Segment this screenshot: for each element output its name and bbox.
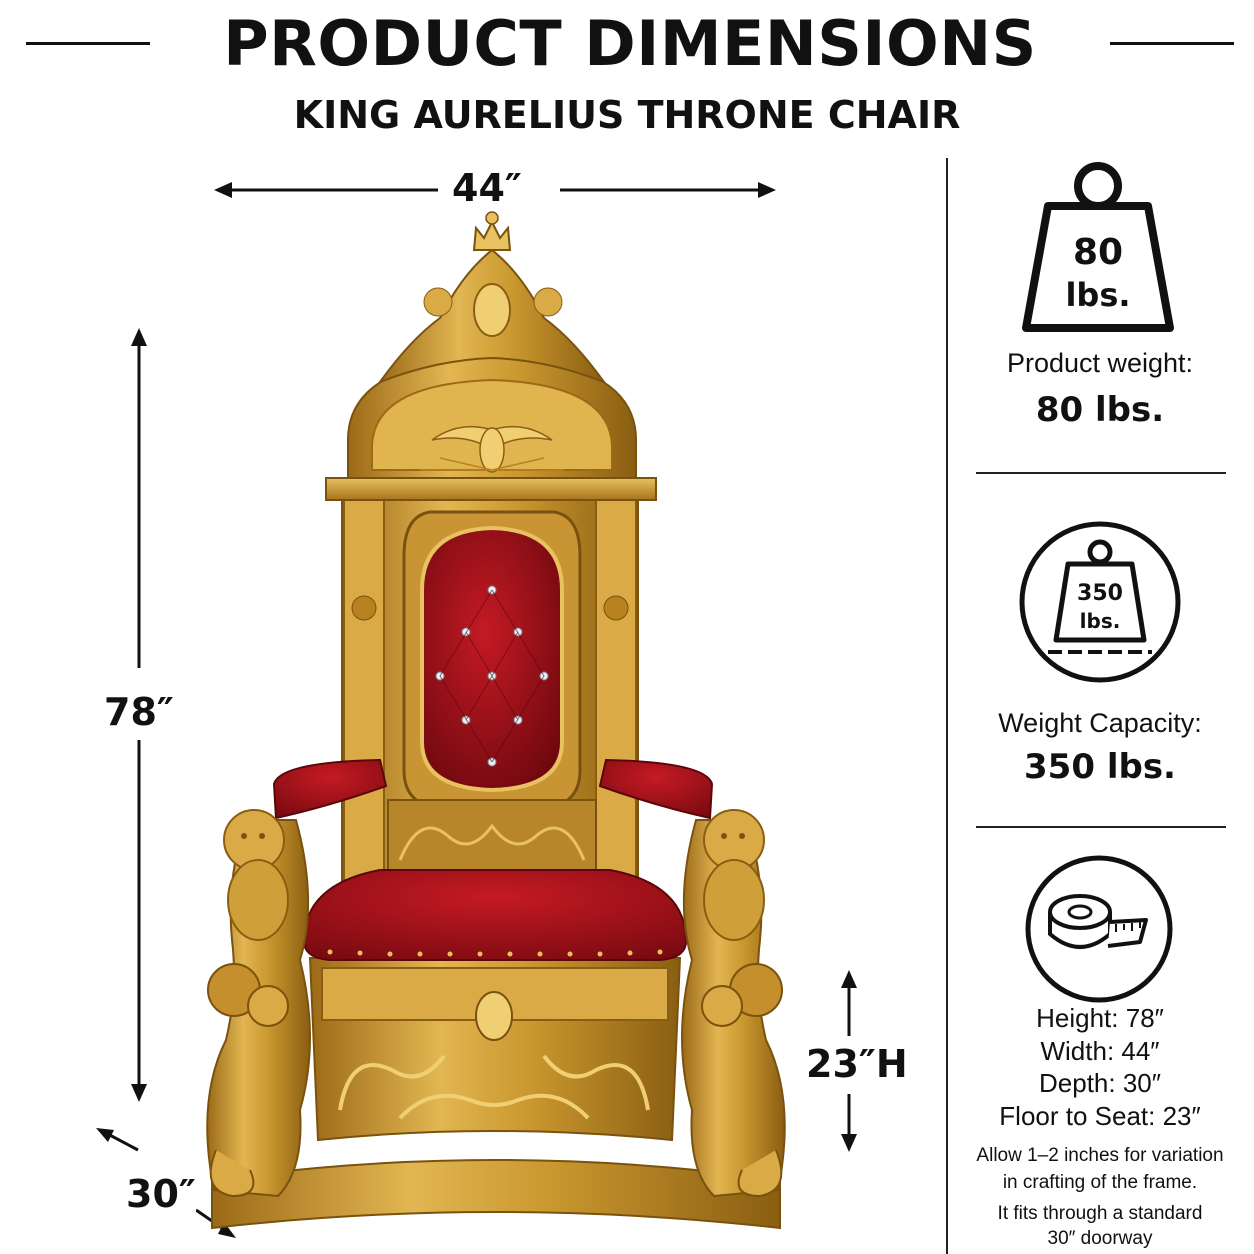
- measurement-depth: Depth: 30″: [1039, 1068, 1161, 1098]
- measurements-list: Height: 78″ Width: 44″ Depth: 30″ Floor …: [960, 1002, 1240, 1132]
- title-rule-left: [26, 42, 150, 45]
- doorway-note: It fits through a standard 30″ doorway: [955, 1201, 1245, 1251]
- throne-base: [211, 1159, 781, 1230]
- depth-callout: 30″: [126, 1172, 196, 1216]
- variation-note: Allow 1–2 inches for variation in crafti…: [955, 1142, 1245, 1196]
- width-callout: 44″: [452, 166, 522, 210]
- spec-column-divider: [946, 158, 948, 1254]
- dove-carving: [431, 425, 553, 473]
- page-title: PRODUCT DIMENSIONS: [223, 7, 1037, 80]
- measurement-height: Height: 78″: [1036, 1003, 1164, 1033]
- capacity-icon-unit: lbs.: [1080, 609, 1121, 633]
- variation-note-line-2: in crafting of the frame.: [1002, 1172, 1198, 1193]
- product-weight-label: Product weight:: [1006, 348, 1194, 378]
- weight-icon-value: 80: [1073, 232, 1123, 273]
- throne-back-cushion: [420, 525, 564, 793]
- title-row: PRODUCT DIMENSIONS: [0, 8, 1254, 80]
- doorway-note-line-2: 30″ doorway: [1047, 1228, 1153, 1249]
- product-name: KING AURELIUS THRONE CHAIR: [293, 93, 961, 137]
- variation-note-line-1: Allow 1–2 inches for variation: [976, 1145, 1224, 1166]
- throne-seat-cushion: [302, 869, 688, 961]
- product-weight-value: 80 lbs.: [1035, 390, 1165, 430]
- measurement-seat-height: Floor to Seat: 23″: [999, 1100, 1201, 1131]
- weight-icon: 80 lbs.: [1022, 162, 1174, 332]
- measurement-width: Width: 44″: [1040, 1035, 1160, 1066]
- height-callout: 78″: [104, 690, 174, 734]
- right-arm-pad: [598, 758, 714, 820]
- doorway-note-line-1: It fits through a standard: [997, 1203, 1203, 1224]
- measuring-tape-icon: [1025, 855, 1173, 1003]
- weight-capacity-icon: 350 lbs.: [1019, 521, 1181, 683]
- title-rule-right: [1110, 42, 1234, 45]
- right-cherub-carving: [681, 809, 786, 1198]
- left-arm-pad: [272, 758, 388, 820]
- seat-height-callout: 23″H: [806, 1042, 908, 1086]
- left-cherub-carving: [206, 809, 311, 1198]
- weight-capacity-value: 350 lbs.: [1024, 747, 1176, 787]
- weight-capacity-label: Weight Capacity:: [998, 708, 1202, 738]
- spec-divider-2: [976, 826, 1226, 828]
- capacity-icon-value: 350: [1077, 581, 1123, 606]
- weight-icon-unit: lbs.: [1065, 276, 1130, 314]
- spec-divider-1: [976, 472, 1226, 474]
